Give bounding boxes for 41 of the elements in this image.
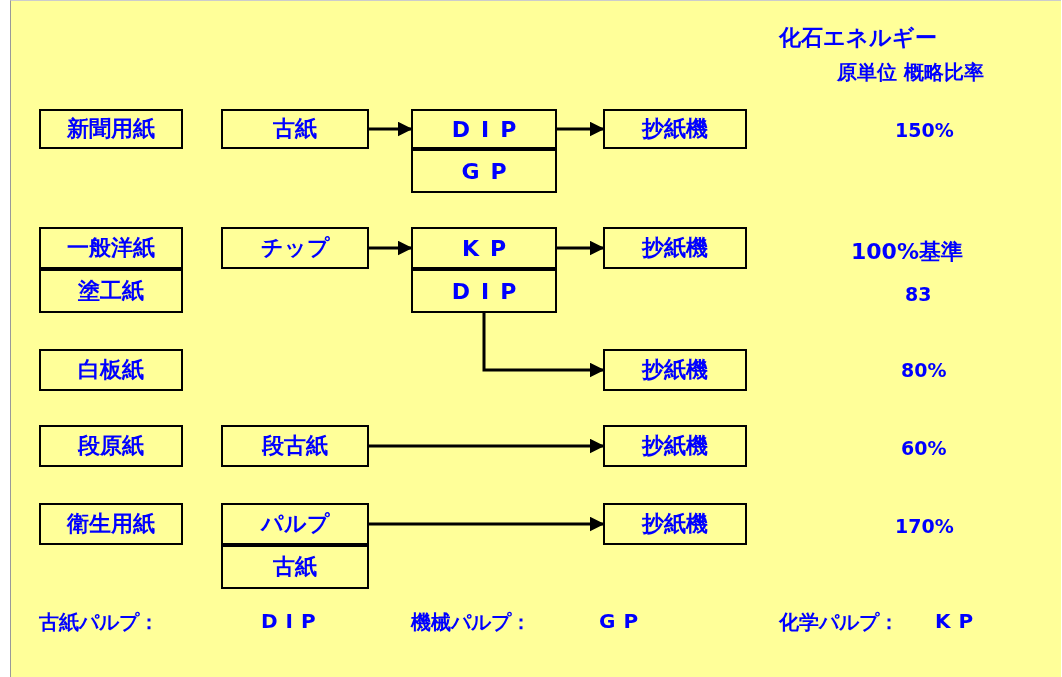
process-box: GP (411, 149, 557, 193)
note-text: 100%基準 (851, 238, 963, 266)
process-box: 抄紙機 (603, 109, 747, 149)
process-box: パルプ (221, 503, 369, 545)
column-heading: 化石エネルギー (779, 24, 937, 52)
note-text: KP (935, 609, 982, 633)
process-box: 新聞用紙 (39, 109, 183, 149)
process-box: DIP (411, 269, 557, 313)
arrow (369, 121, 413, 137)
note-text: 150% (895, 119, 954, 141)
arrow (369, 516, 605, 532)
process-box: KP (411, 227, 557, 269)
process-box: 抄紙機 (603, 349, 747, 391)
arrow (557, 121, 605, 137)
process-box: DIP (411, 109, 557, 149)
process-box: 抄紙機 (603, 425, 747, 467)
note-text: 古紙パルプ： (39, 609, 159, 636)
process-box: 段古紙 (221, 425, 369, 467)
process-box: 古紙 (221, 545, 369, 589)
process-box: 古紙 (221, 109, 369, 149)
arrow (369, 240, 413, 256)
process-box: 衛生用紙 (39, 503, 183, 545)
note-text: 170% (895, 515, 954, 537)
note-text: 60% (901, 437, 947, 459)
note-text: 機械パルプ： (411, 609, 531, 636)
arrow (557, 240, 605, 256)
note-text: 83 (905, 283, 932, 305)
column-heading: 原単位 概略比率 (837, 59, 984, 86)
process-box: 抄紙機 (603, 227, 747, 269)
note-text: 80% (901, 359, 947, 381)
process-box: 段原紙 (39, 425, 183, 467)
process-box: 塗工紙 (39, 269, 183, 313)
process-box: 抄紙機 (603, 503, 747, 545)
note-text: 化学パルプ： (779, 609, 899, 636)
note-text: DIP (261, 609, 324, 633)
process-box: チップ (221, 227, 369, 269)
arrow (482, 313, 605, 378)
process-box: 白板紙 (39, 349, 183, 391)
arrow (369, 438, 605, 454)
note-text: GP (599, 609, 647, 633)
process-box: 一般洋紙 (39, 227, 183, 269)
